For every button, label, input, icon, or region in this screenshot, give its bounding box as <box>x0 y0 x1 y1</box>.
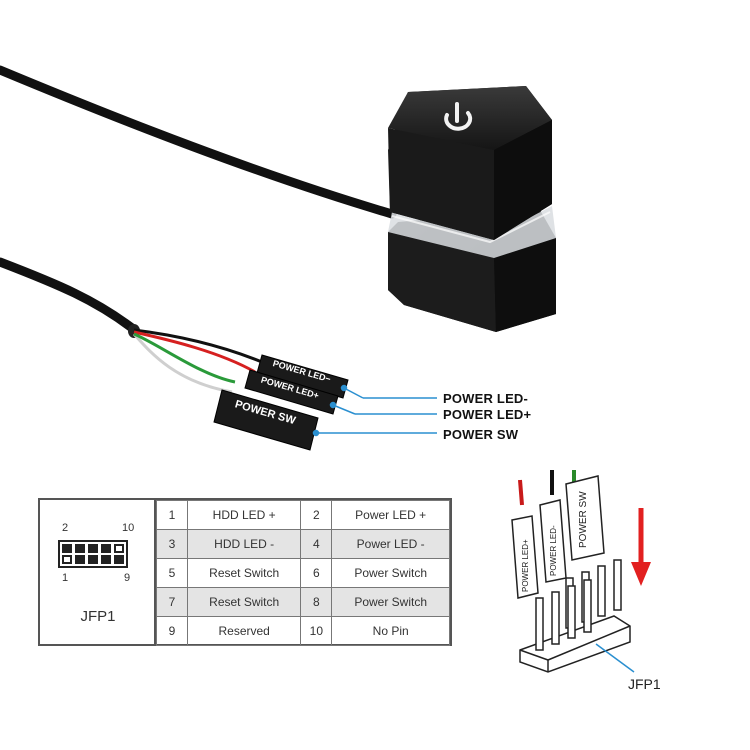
pin-cell: 4 <box>300 529 333 559</box>
jfp1-header-diagram: 2 10 1 9 JFP1 <box>40 500 156 644</box>
header-connection-diagram: POWER LED+ POWER LED- POWER SW <box>511 470 651 673</box>
function-cell: HDD LED - <box>186 529 302 559</box>
wire-black <box>133 328 263 364</box>
pin-header-grid <box>58 540 128 568</box>
function-cell: Reset Switch <box>186 558 302 588</box>
function-cell: Power Switch <box>331 558 450 588</box>
pin-cell: 9 <box>156 616 188 646</box>
cable-lower <box>0 257 137 333</box>
diagram-jfp1-caption: JFP1 <box>628 676 661 692</box>
function-cell: No Pin <box>331 616 450 646</box>
pin-cell: 10 <box>300 616 333 646</box>
cable-upper <box>0 65 397 219</box>
power-icon <box>444 102 473 131</box>
pin-number-9: 9 <box>124 572 131 584</box>
pin-cell: 8 <box>300 587 333 617</box>
pin-cell: 1 <box>156 500 188 530</box>
function-cell: Power Switch <box>331 587 450 617</box>
pin-number-10: 10 <box>122 522 135 534</box>
pin-cell: 7 <box>156 587 188 617</box>
pin-cell: 6 <box>300 558 333 588</box>
header-label-led-minus: POWER LED- <box>549 525 558 576</box>
pin-number-2: 2 <box>62 522 69 534</box>
jfp1-pin-table: 1 HDD LED + 2 Power LED + 3 HDD LED - 4 … <box>156 500 450 646</box>
jfp1-pinout-table-panel: 2 10 1 9 JFP1 1 HDD LED + 2 Power LED + <box>38 498 452 646</box>
callout-power-sw: POWER SW <box>443 427 519 442</box>
header-label-led-plus: POWER LED+ <box>521 539 530 592</box>
jfp1-label: JFP1 <box>80 608 116 625</box>
power-button <box>388 86 556 332</box>
pin-cell: 2 <box>300 500 333 530</box>
wire-green <box>133 332 236 384</box>
function-cell: Reset Switch <box>186 587 302 617</box>
callout-power-led-minus: POWER LED- <box>443 391 529 406</box>
function-cell: HDD LED + <box>186 500 302 530</box>
wire-white <box>132 333 233 394</box>
pin-cell: 5 <box>156 558 188 588</box>
table-row: 9 Reserved 10 No Pin <box>156 616 450 646</box>
function-cell: Power LED + <box>331 500 450 530</box>
pin-cell: 3 <box>156 529 188 559</box>
pin-number-1: 1 <box>62 572 69 584</box>
table-row: 1 HDD LED + 2 Power LED + <box>156 500 450 530</box>
table-row: 3 HDD LED - 4 Power LED - <box>156 529 450 559</box>
table-row: 5 Reset Switch 6 Power Switch <box>156 558 450 588</box>
function-cell: Power LED - <box>331 529 450 559</box>
function-cell: Reserved <box>186 616 302 646</box>
table-row: 7 Reset Switch 8 Power Switch <box>156 587 450 617</box>
wire-red <box>133 330 256 374</box>
callout-power-led-plus: POWER LED+ <box>443 407 532 422</box>
header-label-power-sw: POWER SW <box>578 491 589 548</box>
